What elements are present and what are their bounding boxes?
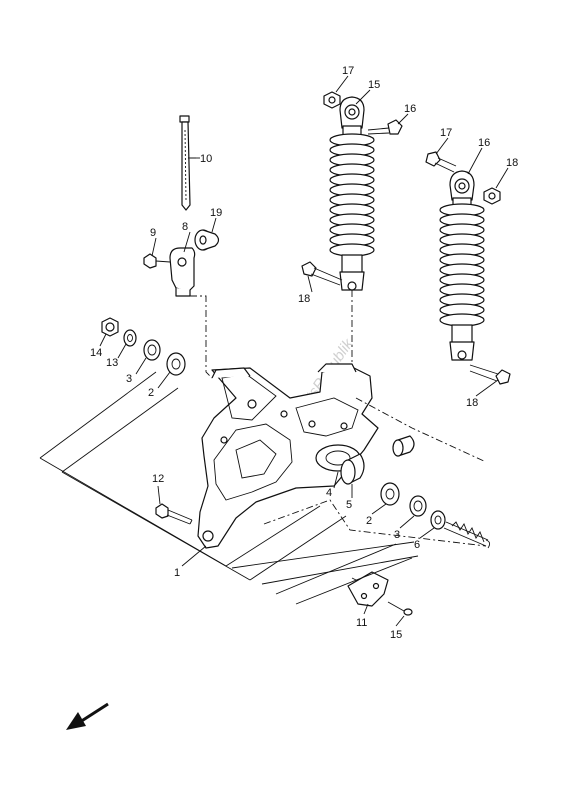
callout-17a: 17: [342, 65, 354, 77]
front-direction-arrow-icon: [66, 702, 109, 730]
callout-18b: 18: [466, 397, 478, 409]
callout-9: 14: [90, 347, 102, 359]
callout-1: 1: [174, 567, 180, 579]
guard-bracket: [347, 571, 389, 607]
collar-4: [392, 435, 415, 457]
callout-15b: 16: [478, 137, 490, 149]
rear-shock-absorber-right: [439, 170, 485, 361]
callout-19: 19: [210, 207, 222, 219]
callout-7: 6: [414, 539, 420, 551]
collar-2-right: [380, 482, 400, 506]
collar-7: [430, 510, 446, 530]
shock-top-bolt-left: [367, 119, 403, 135]
rear-arm: [197, 363, 379, 549]
shock-bottom-bolt-left: [301, 261, 343, 286]
collar-2-left: [166, 352, 186, 376]
collar: [194, 229, 220, 251]
screw-14: [387, 601, 413, 616]
callout-18a: 18: [298, 293, 310, 305]
washer-8: [123, 329, 137, 347]
callout-13: 11: [356, 617, 367, 629]
callout-14: 15: [390, 629, 402, 641]
bearing-3-right: [409, 495, 427, 517]
callout-2b: 2: [366, 515, 372, 527]
callout-2a: 2: [148, 387, 154, 399]
shock-top-nut-left: [323, 91, 341, 109]
callout-16a: 16: [404, 103, 416, 115]
callout-5: 5: [346, 499, 352, 511]
callout-3a: 3: [126, 373, 132, 385]
bearing-3-left: [143, 339, 161, 361]
cable-tie: [179, 115, 191, 211]
callout-16b: 17: [440, 127, 452, 139]
pivot-shaft-end: [443, 521, 491, 549]
callout-17b: 18: [506, 157, 518, 169]
callout-8: 13: [106, 357, 118, 369]
shock-bottom-bolt-right: [469, 364, 511, 385]
rear-shock-absorber-left: [329, 96, 375, 291]
callout-6: 12: [152, 473, 164, 485]
bush-5: [340, 453, 365, 485]
callouts: 17 15 16 17 16 18 10 8 19 9 18 18 14 13 …: [90, 65, 518, 641]
callout-3b: 3: [394, 529, 400, 541]
callout-leaders: [99, 75, 509, 627]
callout-4: 4: [326, 487, 332, 499]
nut-9: [101, 317, 119, 337]
callout-12: 10: [200, 153, 212, 165]
arm-bolt: [155, 503, 193, 525]
shock-top-nut-right: [483, 187, 501, 205]
callout-11: 9: [150, 227, 156, 239]
callout-15a: 15: [368, 79, 380, 91]
perspective-lines: [39, 371, 419, 605]
shock-top-bolt-right: [425, 151, 457, 173]
callout-10: 8: [182, 221, 188, 233]
bracket-bolt: [143, 253, 171, 269]
bracket: [169, 247, 196, 297]
